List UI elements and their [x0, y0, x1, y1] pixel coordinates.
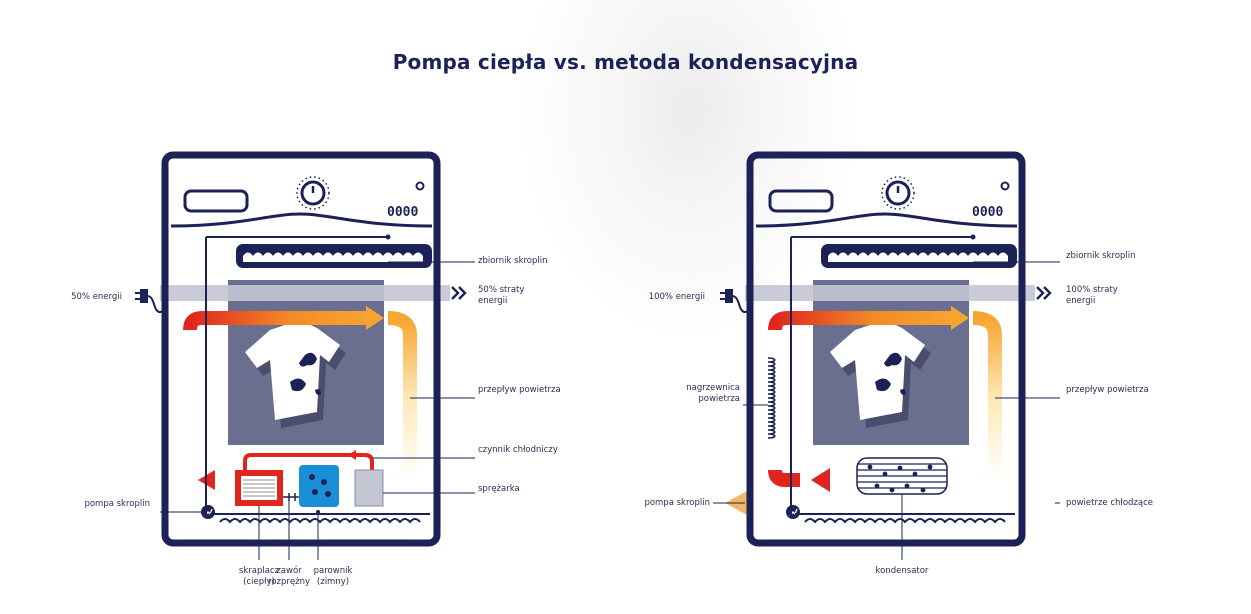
- label-energy-loss: 50% straty energii: [478, 285, 525, 306]
- label-refrigerant: czynnik chłodniczy: [478, 445, 558, 455]
- power-plug-icon: [720, 289, 753, 314]
- shirt-icon: [245, 320, 346, 428]
- label-air-heater: nagrzewnica powietrza: [686, 383, 740, 404]
- program-dial-icon: [300, 180, 326, 206]
- label-energy-in: 50% energii: [71, 292, 122, 302]
- label-energy-in: 100% energii: [648, 292, 705, 302]
- heat-pump-dryer: 0000: [135, 151, 475, 560]
- expansion-valve-icon: [283, 493, 299, 501]
- label-tank: zbiornik skroplin: [478, 256, 548, 266]
- label-airflow: przepływ powietrza: [1066, 385, 1149, 395]
- energy-loss-band: [160, 285, 450, 301]
- airflow-arrow-icon: [366, 306, 384, 330]
- label-airflow: przepływ powietrza: [478, 385, 561, 395]
- air-heater-coil-icon: [767, 357, 776, 439]
- program-dial-icon: [885, 180, 911, 206]
- condenser-dryer: 0000: [713, 151, 1060, 560]
- refrigerant-line: [243, 453, 365, 477]
- dryer-body: [746, 151, 1026, 547]
- detergent-drawer: [768, 189, 834, 213]
- energy-out-chevron-icon: [451, 286, 467, 300]
- label-drain-pump: pompa skroplin: [84, 499, 150, 509]
- shirt-icon: [830, 320, 931, 428]
- energy-loss-band: [745, 285, 1035, 301]
- label-condenser: kondensator: [875, 566, 929, 576]
- label-compressor: sprężarka: [478, 484, 520, 494]
- indicator-light-icon: [1000, 181, 1010, 191]
- display-readout: 0000: [387, 205, 418, 220]
- label-drain-pump: pompa skroplin: [644, 498, 710, 508]
- energy-out-chevron-icon: [1036, 286, 1052, 300]
- label-cooling-air: powietrze chłodzące: [1066, 498, 1154, 508]
- detergent-drawer: [183, 189, 249, 213]
- condenser-unit: [856, 457, 948, 495]
- label-energy-loss: 100% straty energii: [1066, 285, 1118, 306]
- label-condenser-warm: skraplacz (ciepły): [238, 566, 280, 587]
- airflow-arrow-icon: [951, 306, 969, 330]
- label-expansion-valve: zawór rozprężny: [268, 566, 310, 587]
- indicator-light-icon: [415, 181, 425, 191]
- dryer-body: [161, 151, 441, 547]
- evaporator-block: [299, 465, 339, 507]
- compressor-block: [354, 469, 384, 507]
- page-title: Pompa ciepła vs. metoda kondensacyjna: [392, 50, 859, 74]
- label-tank: zbiornik skroplin: [1066, 251, 1136, 261]
- display-readout: 0000: [972, 205, 1003, 220]
- label-evaporator: parownik (zimny): [313, 566, 353, 587]
